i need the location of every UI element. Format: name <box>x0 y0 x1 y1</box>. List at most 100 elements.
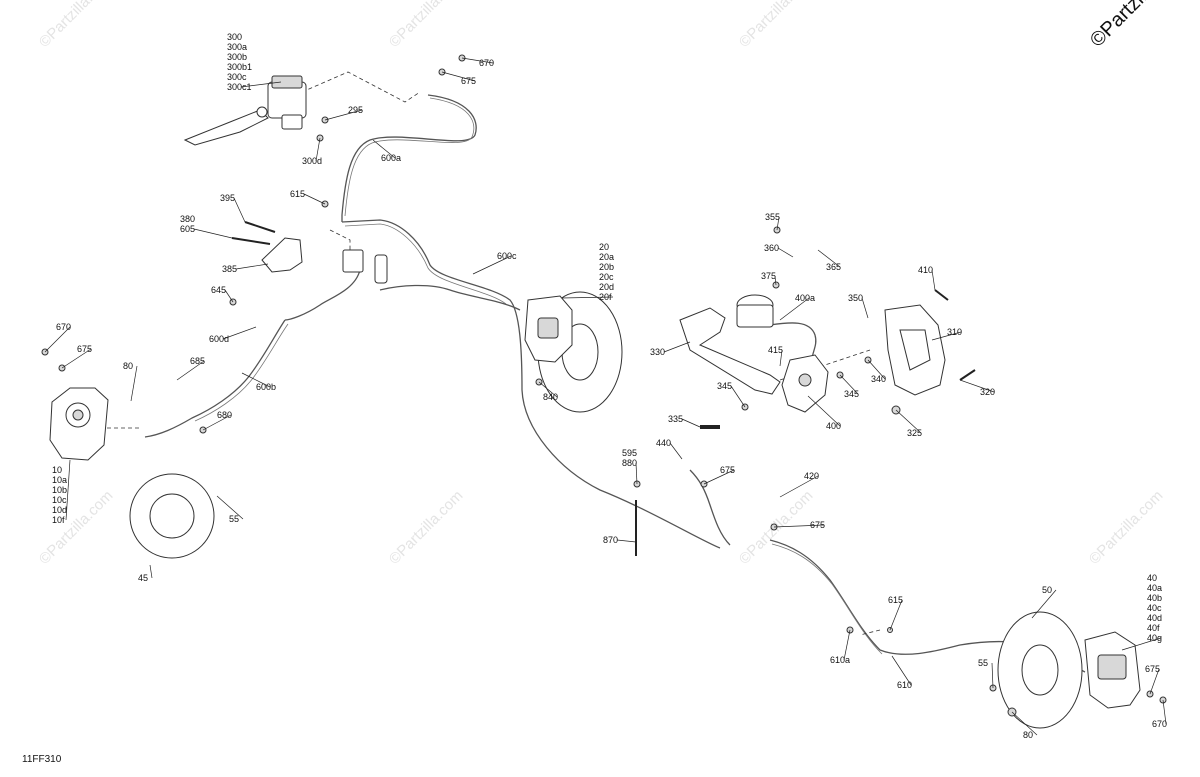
callout-c675d[interactable]: 675 <box>773 520 825 530</box>
callout-c340[interactable]: 340 <box>867 359 886 384</box>
diagram-code: 11FF310 <box>22 754 62 765</box>
leader-line <box>730 385 746 408</box>
bracket-385[interactable] <box>261 237 303 273</box>
leader-line <box>703 469 735 485</box>
callout-part-number: 615 <box>888 595 903 605</box>
callout-part-number: 300a <box>227 42 247 52</box>
callout-c330[interactable]: 330 <box>650 341 691 357</box>
leader-line <box>776 216 780 231</box>
callout-c375[interactable]: 375 <box>761 271 777 286</box>
callout-part-number: 440 <box>656 438 671 448</box>
callout-part-number: 45 <box>138 573 148 583</box>
callout-part-number: 600a <box>381 153 401 163</box>
callout-c50[interactable]: 50 <box>1031 585 1057 619</box>
callout-c610a[interactable]: 610a <box>830 629 851 665</box>
callout-part-number: 40f <box>1147 623 1160 633</box>
callout-part-number: 670 <box>479 58 494 68</box>
callout-part-number: 295 <box>348 105 363 115</box>
caliper-10[interactable] <box>49 387 109 461</box>
callout-c675e[interactable]: 675 <box>1145 664 1160 695</box>
callout-c335[interactable]: 335 <box>668 414 701 428</box>
callout-c610[interactable]: 610 <box>891 655 912 690</box>
callout-c680[interactable]: 680 <box>202 410 232 431</box>
callout-c675c[interactable]: 675 <box>703 465 735 485</box>
caliper-40[interactable] <box>1084 631 1141 709</box>
callout-c600a[interactable]: 600a <box>372 139 401 163</box>
callout-c600d[interactable]: 600d <box>209 326 257 344</box>
callout-c415[interactable]: 415 <box>768 345 783 367</box>
callout-c410[interactable]: 410 <box>918 265 936 291</box>
reservoir-400a[interactable] <box>736 294 774 328</box>
leader-line <box>635 462 638 485</box>
callout-c675b[interactable]: 675 <box>61 344 92 369</box>
callout-c80a[interactable]: 80 <box>123 361 138 402</box>
callout-c360[interactable]: 360 <box>764 243 794 258</box>
callout-c615a[interactable]: 615 <box>290 189 326 205</box>
callout-part-number: 600d <box>209 334 229 344</box>
leader-line <box>891 655 912 686</box>
callout-c400[interactable]: 400 <box>807 395 841 431</box>
callout-c295[interactable]: 295 <box>324 105 363 121</box>
junction-block[interactable] <box>342 249 388 284</box>
callout-part-number: 610a <box>830 655 850 665</box>
callout-c45[interactable]: 45 <box>138 564 153 583</box>
callout-c870[interactable]: 870 <box>603 535 637 545</box>
callout-c600c[interactable]: 600c <box>472 251 517 275</box>
callout-c365[interactable]: 365 <box>817 249 841 272</box>
master-cylinder-300[interactable] <box>183 75 307 146</box>
callout-c325[interactable]: 325 <box>895 409 922 438</box>
master-cylinder-400[interactable] <box>781 354 829 413</box>
hose-sensor <box>689 469 731 546</box>
callout-c395[interactable]: 395 <box>220 193 246 223</box>
callout-c350[interactable]: 350 <box>848 293 869 319</box>
callout-c440[interactable]: 440 <box>656 438 683 460</box>
callout-c320[interactable]: 320 <box>959 379 995 397</box>
leader-line <box>663 341 691 353</box>
caliper-20[interactable] <box>524 295 573 363</box>
callout-c670c[interactable]: 670 <box>1152 699 1167 729</box>
callout-c400a[interactable]: 400a <box>779 293 815 321</box>
callout-c675a[interactable]: 675 <box>441 71 476 86</box>
callout-c685[interactable]: 685 <box>176 356 205 381</box>
leader-line <box>472 255 512 275</box>
callout-c310[interactable]: 310 <box>931 327 962 341</box>
leader-line <box>538 381 558 398</box>
callout-part-number: 55 <box>229 514 239 524</box>
leader-line <box>669 442 683 460</box>
callout-part-number: 410 <box>918 265 933 275</box>
callout-c355[interactable]: 355 <box>765 212 780 231</box>
brake-disc-50[interactable] <box>997 611 1083 729</box>
callout-c55a[interactable]: 55 <box>216 495 244 524</box>
watermark: ©Partzilla.com <box>386 487 467 568</box>
brake-pedal-330[interactable] <box>679 307 781 395</box>
callout-c345a[interactable]: 345 <box>839 374 859 399</box>
callout-c385[interactable]: 385 <box>222 263 269 274</box>
callout-c300d[interactable]: 300d <box>302 137 322 166</box>
leader-line <box>779 349 783 367</box>
callout-c600b[interactable]: 600b <box>241 372 276 392</box>
callout-c345b[interactable]: 345 <box>717 381 746 408</box>
brake-disc-45[interactable] <box>129 473 215 559</box>
callout-part-number: 10c <box>52 495 67 505</box>
callout-part-number: 880 <box>622 458 637 468</box>
callout-c55b[interactable]: 55 <box>978 658 994 689</box>
callout-c645[interactable]: 645 <box>211 285 234 303</box>
callout-c420[interactable]: 420 <box>779 471 819 498</box>
callout-part-number: 300c1 <box>227 82 252 92</box>
leader-line <box>216 495 244 520</box>
callout-c615b[interactable]: 615 <box>888 595 903 631</box>
callout-c840[interactable]: 840 <box>538 381 558 402</box>
pedal-bracket-310[interactable] <box>884 304 946 396</box>
callout-c670b[interactable]: 670 <box>44 322 71 353</box>
callout-c670a[interactable]: 670 <box>461 57 494 68</box>
callout-c80b[interactable]: 80 <box>1011 711 1038 740</box>
callout-part-number: 345 <box>844 389 859 399</box>
leader-line <box>130 365 138 402</box>
leader-line <box>839 374 859 395</box>
